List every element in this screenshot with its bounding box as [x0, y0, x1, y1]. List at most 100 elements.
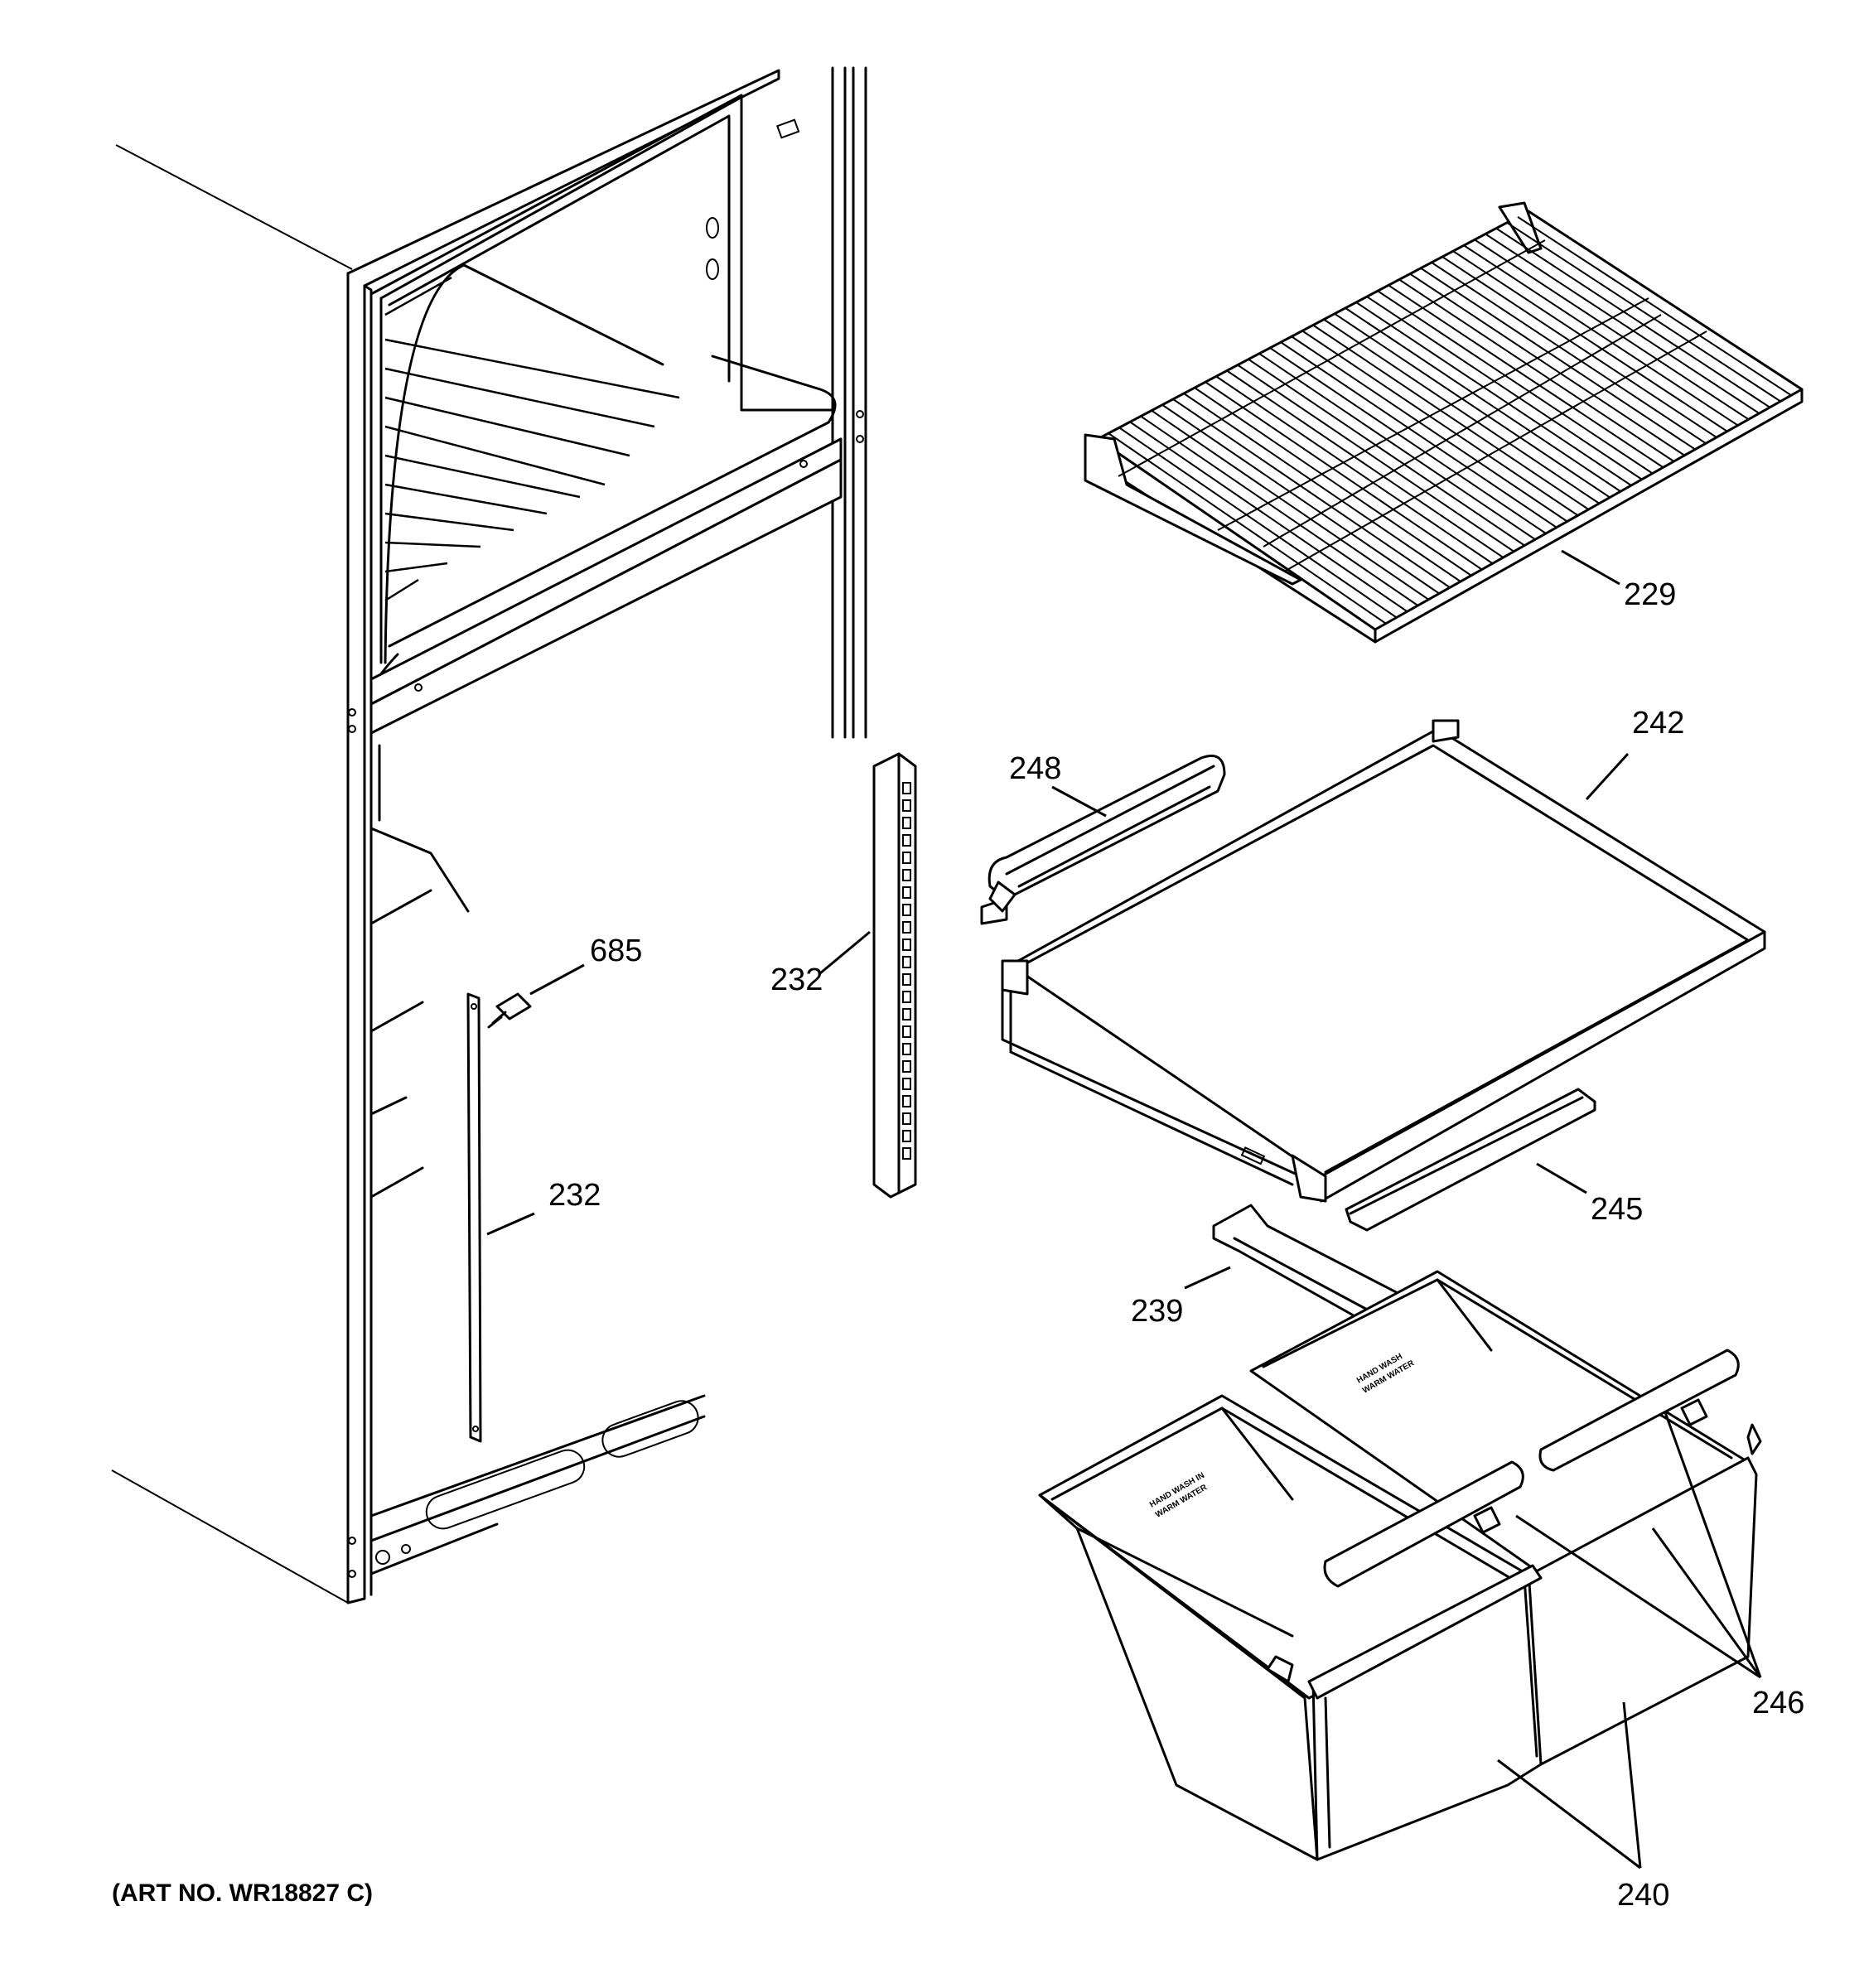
leader-232-upper: [819, 930, 871, 975]
wire-rod: [1366, 296, 1643, 480]
part-245-strip: [1345, 1088, 1596, 1232]
leader-685: [529, 963, 585, 996]
cover-rib-inner: [1098, 940, 1351, 1098]
leader-229: [1561, 549, 1620, 586]
wire-rod: [1334, 312, 1610, 499]
part-232-lower-rail: [466, 992, 482, 1443]
wire-rod: [1226, 369, 1504, 558]
cover-rib-inner: [1437, 757, 1690, 915]
leader-242: [1585, 752, 1630, 801]
cover-rib-inner: [1268, 849, 1521, 1007]
wire-rod: [1172, 398, 1451, 589]
rail-slot: [902, 1008, 911, 1021]
rail-slot: [902, 886, 911, 899]
wire-rod: [1183, 393, 1461, 582]
rail-slot: [902, 956, 911, 968]
wire-rod: [1398, 278, 1675, 462]
wire-rod: [1506, 221, 1781, 403]
wire-rod: [1355, 302, 1632, 486]
wire-rod: [1463, 244, 1739, 427]
callout-685: 685: [590, 934, 642, 968]
cover-rib-inner: [1361, 798, 1615, 956]
rail-slot: [902, 1095, 911, 1107]
leader-240: [1497, 1701, 1642, 1870]
leader-248: [1051, 785, 1107, 818]
leader-245: [1536, 1162, 1587, 1194]
rail-slot: [902, 1060, 911, 1073]
callout-239: 239: [1131, 1294, 1183, 1329]
part-229-wire-shelf: [1084, 201, 1804, 644]
part-232-upper-rail: [872, 752, 917, 1199]
wire-rod: [1345, 307, 1621, 493]
art-number: (ART NO. WR18827 C): [112, 1879, 373, 1907]
cover-ribs: [1060, 757, 1690, 1119]
wire-rod: [1151, 409, 1429, 601]
wire-rod: [1140, 415, 1419, 606]
wire-rod: [1474, 239, 1750, 421]
callout-232-lower: 232: [548, 1178, 601, 1213]
wire-rod: [1118, 427, 1398, 619]
part-242-crisper-cover: [1001, 719, 1766, 1203]
wire-rod: [1485, 233, 1760, 414]
rail-slot: [902, 1130, 911, 1142]
rail-slot: [902, 817, 911, 829]
wire-rod: [1205, 381, 1483, 571]
rail-slot: [902, 991, 911, 1003]
callout-240: 240: [1617, 1878, 1669, 1913]
part-248-front-trim: [980, 755, 1226, 925]
rail-slot: [902, 1147, 911, 1160]
wire-rod: [1129, 421, 1408, 613]
part-246-bin-handles: [1266, 1349, 1762, 1683]
leader-lines: [486, 549, 1762, 1870]
cover-rib-inner: [1211, 880, 1465, 1038]
wire-rod: [1409, 273, 1685, 456]
wire-rod: [1377, 290, 1654, 475]
cover-rib-inner: [1418, 768, 1672, 926]
cover-rib-inner: [1305, 828, 1558, 987]
part-685-screw: [487, 992, 532, 1029]
wire-rod: [1495, 227, 1770, 408]
rail-slot: [902, 869, 911, 881]
wire-rod: [1269, 347, 1547, 534]
wire-rod: [1452, 250, 1728, 432]
rail-slot: [902, 782, 911, 794]
refrigerator-cabinet: [111, 66, 867, 1604]
wire-rod: [1312, 324, 1590, 510]
wire-rod: [1248, 358, 1525, 547]
rail-slot: [902, 1043, 911, 1055]
cover-rib-inner: [1060, 961, 1314, 1119]
rail-slots: [902, 782, 911, 1160]
wire-rod: [1258, 353, 1536, 541]
cover-rib-inner: [1380, 788, 1634, 946]
rail-slot: [902, 1078, 911, 1090]
wire-rod: [1388, 284, 1664, 469]
freezer-floor-ribs: [384, 276, 680, 602]
callout-248: 248: [1009, 751, 1061, 786]
leader-232-lower: [486, 1212, 535, 1236]
cover-rib-inner: [1343, 808, 1596, 967]
rail-slot: [902, 834, 911, 847]
wire-rod: [1194, 387, 1472, 577]
wire-rod: [1517, 216, 1792, 397]
callout-245: 245: [1591, 1192, 1643, 1227]
part-240-crisper-bins: HAND WASH IN WARM WATER HAND WASH WARM W…: [1038, 1270, 1758, 1861]
cover-rib-inner: [1173, 900, 1427, 1058]
wire-rod: [1291, 335, 1568, 523]
wire-rod: [1301, 330, 1579, 517]
leader-246: [1515, 1411, 1762, 1679]
cover-rib-inner: [1229, 869, 1483, 1027]
wire-rod: [1108, 432, 1387, 625]
rail-slot: [902, 1112, 911, 1125]
cover-rib-inner: [1286, 838, 1539, 996]
wire-rod: [1215, 375, 1494, 565]
wire-rod: [1237, 364, 1514, 552]
callout-246: 246: [1752, 1686, 1804, 1720]
rail-slot: [902, 939, 911, 951]
cover-rib-inner: [1324, 818, 1577, 977]
wire-rod: [1280, 341, 1557, 528]
cover-rib-inner: [1079, 950, 1332, 1108]
cover-rib-inner: [1399, 778, 1653, 936]
wire-rod: [1420, 267, 1696, 451]
callout-229: 229: [1624, 577, 1676, 612]
